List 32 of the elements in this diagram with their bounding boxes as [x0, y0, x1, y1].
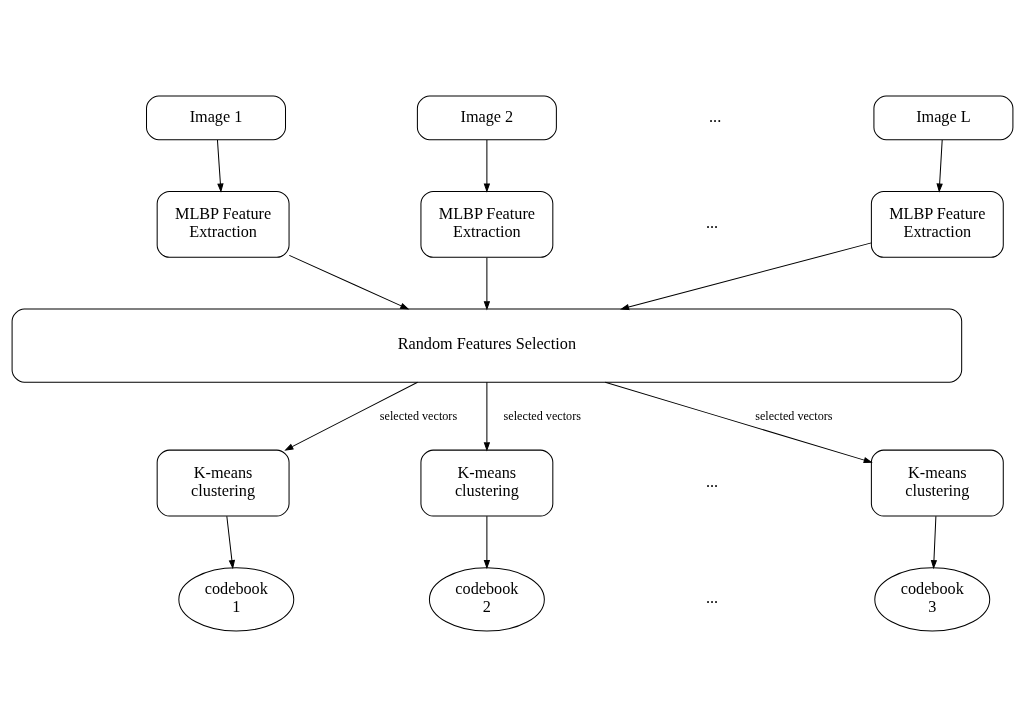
- arrow: [216, 139, 224, 193]
- node-box: Image L: [873, 95, 1014, 141]
- arrow: [619, 242, 872, 311]
- node-box: Image 2: [416, 95, 557, 141]
- label: ...: [706, 472, 719, 491]
- arrow: [284, 381, 419, 451]
- arrow: [936, 139, 943, 193]
- label: ...: [709, 107, 722, 126]
- node-ellipse: codebook 1: [178, 567, 295, 632]
- label: ...: [706, 214, 719, 233]
- node-box: MLBP Feature Extraction: [420, 190, 554, 258]
- node-ellipse: codebook 3: [874, 567, 991, 632]
- arrow: [483, 139, 491, 193]
- node-box: MLBP Feature Extraction: [156, 190, 290, 258]
- node-box: Image 1: [146, 95, 286, 141]
- node-ellipse: codebook 2: [428, 567, 545, 632]
- node-box: Random Features Selection: [11, 308, 963, 383]
- edge-label: selected vectors: [503, 408, 581, 423]
- arrow: [288, 254, 410, 310]
- edge-label: selected vectors: [755, 408, 833, 423]
- node-box: MLBP Feature Extraction: [870, 190, 1004, 258]
- node-box: K-means clustering: [420, 449, 554, 517]
- arrow: [483, 381, 491, 452]
- arrow: [604, 381, 873, 464]
- label: ...: [706, 589, 719, 608]
- arrow: [483, 515, 491, 570]
- arrow: [226, 515, 236, 570]
- arrow: [483, 257, 491, 311]
- node-box: K-means clustering: [870, 449, 1004, 517]
- edge-label: selected vectors: [379, 408, 458, 423]
- arrow: [930, 515, 938, 570]
- node-box: K-means clustering: [156, 449, 290, 517]
